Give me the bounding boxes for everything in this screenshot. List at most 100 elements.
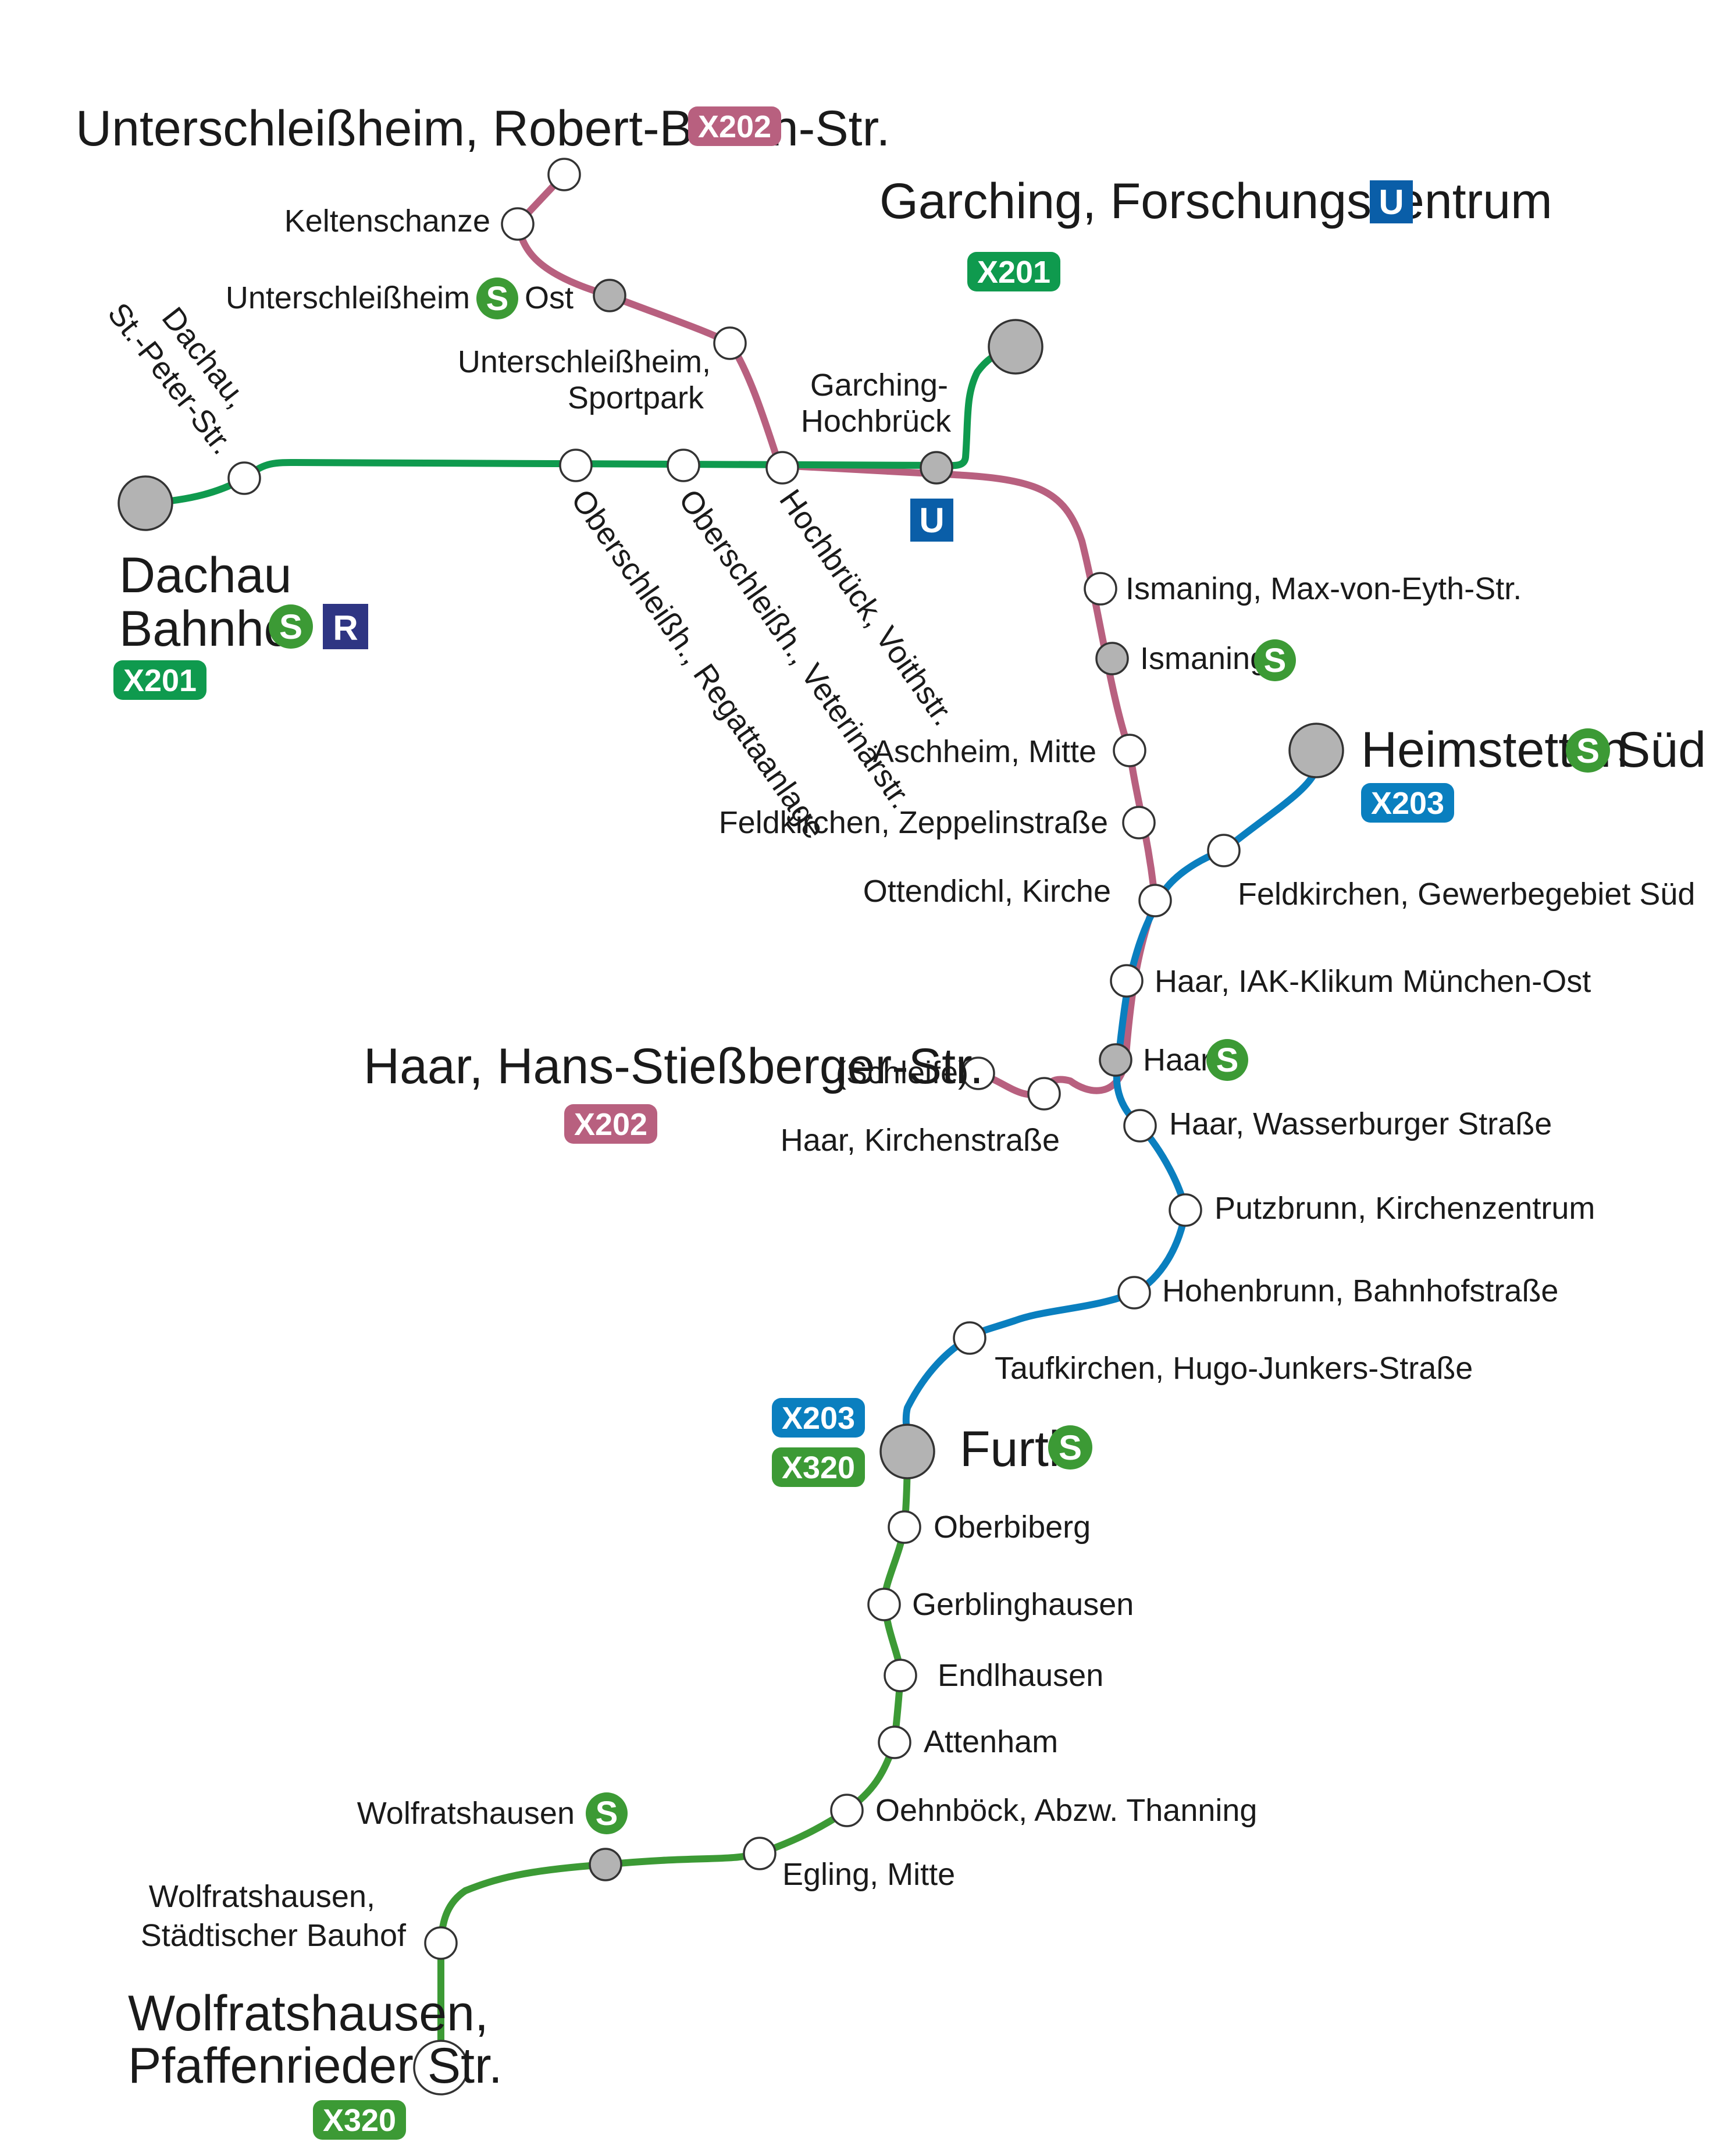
ubahn-icon: U <box>910 499 953 542</box>
svg-text:S: S <box>279 607 302 646</box>
stop-furth[interactable] <box>879 1424 935 1479</box>
badge-x201-garching: X201 <box>967 252 1060 291</box>
line-x320 <box>437 1445 911 2071</box>
stop-veterinaerstr[interactable] <box>667 449 700 482</box>
label-ush-ost-b: Ost <box>525 280 574 315</box>
stop-wolf-bauhof[interactable] <box>424 1926 458 1960</box>
label-egling: Egling, Mitte <box>782 1857 955 1892</box>
badge-x202-haar: X202 <box>564 1104 657 1144</box>
label-hohenbrunn: Hohenbrunn, Bahnhofstraße <box>1162 1273 1558 1308</box>
badge-x201-dachau: X201 <box>113 660 206 700</box>
label-oberbiberg: Oberbiberg <box>934 1510 1091 1545</box>
sbahn-icon: S <box>1206 1039 1248 1081</box>
label-wolf-bauhof-2: Städtischer Bauhof <box>141 1918 407 1953</box>
badge-x320-wolfratshausen: X320 <box>313 2100 406 2140</box>
label-garching-hb-1: Garching- <box>810 368 948 403</box>
stop-regattaanlage[interactable] <box>559 449 593 482</box>
badge-x202-top: X202 <box>688 106 781 146</box>
label-keltenschanze: Keltenschanze <box>284 204 490 239</box>
sbahn-icon: S <box>1566 728 1610 773</box>
stop-heimstetten[interactable] <box>1288 723 1344 778</box>
svg-text:U: U <box>1379 183 1404 222</box>
svg-text:S: S <box>1216 1041 1239 1079</box>
svg-text:S: S <box>1059 1428 1082 1467</box>
ubahn-icon: U <box>1370 180 1413 223</box>
stop-endlhausen[interactable] <box>884 1659 917 1692</box>
regio-icon: R <box>323 604 368 649</box>
sbahn-icon: S <box>269 604 313 649</box>
sbahn-icon: S <box>586 1792 628 1834</box>
stop-haar-iak[interactable] <box>1110 964 1144 998</box>
stop-voithstr[interactable] <box>765 451 799 485</box>
terminal-garching: Garching, Forschungszentrum <box>879 173 1552 229</box>
label-haar-wasser: Haar, Wasserburger Straße <box>1169 1107 1552 1141</box>
label-ismaning: Ismaning <box>1140 641 1267 676</box>
terminal-haar-loop-note: (Schleife) <box>836 1055 968 1090</box>
label-wolfratshausen: Wolfratshausen <box>357 1796 575 1831</box>
label-wolf-bauhof-1: Wolfratshausen, <box>149 1879 375 1914</box>
stop-egling[interactable] <box>743 1837 777 1870</box>
stop-ismaning-mve[interactable] <box>1084 572 1117 606</box>
stop-haar-wasser[interactable] <box>1123 1109 1157 1143</box>
stop-ismaning[interactable] <box>1095 642 1129 675</box>
stop-putzbrunn[interactable] <box>1169 1193 1202 1227</box>
svg-text:S: S <box>1264 642 1287 679</box>
stop-haar[interactable] <box>1099 1043 1132 1077</box>
stop-ush-sportpark[interactable] <box>713 326 747 360</box>
badge-x203-furth: X203 <box>772 1398 865 1438</box>
label-haar-iak: Haar, IAK-Klikum München-Ost <box>1155 964 1591 999</box>
stop-keltenschanze[interactable] <box>501 207 535 241</box>
label-ush-sportpark-1: Unterschleißheim, <box>458 344 711 379</box>
stop-haar-loop[interactable] <box>961 1056 995 1090</box>
svg-text:S: S <box>486 280 509 318</box>
label-putzbrunn: Putzbrunn, Kirchenzentrum <box>1214 1191 1595 1226</box>
label-taufkirchen: Taufkirchen, Hugo-Junkers-Straße <box>995 1351 1473 1386</box>
svg-text:X202: X202 <box>574 1107 647 1142</box>
stop-ottendichl[interactable] <box>1138 884 1172 917</box>
label-haar: Haar <box>1143 1043 1211 1077</box>
stop-wolfratshausen[interactable] <box>589 1848 622 1881</box>
label-endlhausen: Endlhausen <box>938 1658 1103 1693</box>
stop-garching-hochbrueck[interactable] <box>920 451 953 485</box>
label-haar-kirchen: Haar, Kirchenstraße <box>781 1123 1060 1158</box>
svg-text:R: R <box>333 609 358 647</box>
label-ismaning-mve: Ismaning, Max-von-Eyth-Str. <box>1125 571 1522 606</box>
stop-ush-robert-bosch[interactable] <box>547 158 581 191</box>
stop-wolf-pfaffenrieder[interactable] <box>413 2040 469 2095</box>
label-ush-ost-a: Unterschleißheim <box>226 280 470 315</box>
svg-text:X320: X320 <box>323 2103 396 2138</box>
stop-oberbiberg[interactable] <box>888 1510 921 1544</box>
svg-text:X201: X201 <box>123 663 197 698</box>
stop-attenham[interactable] <box>878 1725 911 1759</box>
label-attenham: Attenham <box>924 1724 1058 1759</box>
stop-dachau-st-peter[interactable] <box>227 461 261 495</box>
stop-haar-kirchen[interactable] <box>1027 1077 1061 1111</box>
svg-text:X203: X203 <box>1371 786 1444 821</box>
stop-feldkirchen-gew[interactable] <box>1207 834 1241 867</box>
stop-ush-ost[interactable] <box>593 279 626 312</box>
stop-garching-forschungszentrum[interactable] <box>988 319 1043 375</box>
label-aschheim: Aschheim, Mitte <box>873 734 1096 769</box>
sbahn-icon: S <box>1254 639 1296 681</box>
label-oehnboeck: Oehnböck, Abzw. Thanning <box>875 1793 1257 1828</box>
terminal-dachau-line1: Dachau <box>119 547 291 603</box>
stop-gerblinghausen[interactable] <box>867 1588 901 1621</box>
stop-oehnboeck[interactable] <box>830 1794 864 1827</box>
stop-aschheim[interactable] <box>1113 734 1146 767</box>
svg-text:X320: X320 <box>782 1450 855 1485</box>
sbahn-icon: S <box>1048 1425 1092 1470</box>
badge-x203-heimstetten: X203 <box>1361 783 1454 823</box>
badge-x320-furth: X320 <box>772 1447 865 1487</box>
svg-text:X201: X201 <box>977 255 1050 290</box>
label-ottendichl: Ottendichl, Kirche <box>863 874 1111 909</box>
stop-feldkirchen-zepp[interactable] <box>1122 806 1156 839</box>
svg-text:X202: X202 <box>698 109 771 144</box>
svg-text:S: S <box>1576 731 1600 770</box>
stop-dachau-bahnhof[interactable] <box>117 475 173 531</box>
stop-hohenbrunn[interactable] <box>1117 1276 1151 1310</box>
stop-taufkirchen[interactable] <box>953 1321 986 1355</box>
terminal-wolfratshausen-line1: Wolfratshausen, <box>128 1986 489 2041</box>
label-ush-sportpark-2: Sportpark <box>568 380 704 415</box>
svg-text:S: S <box>596 1795 618 1833</box>
